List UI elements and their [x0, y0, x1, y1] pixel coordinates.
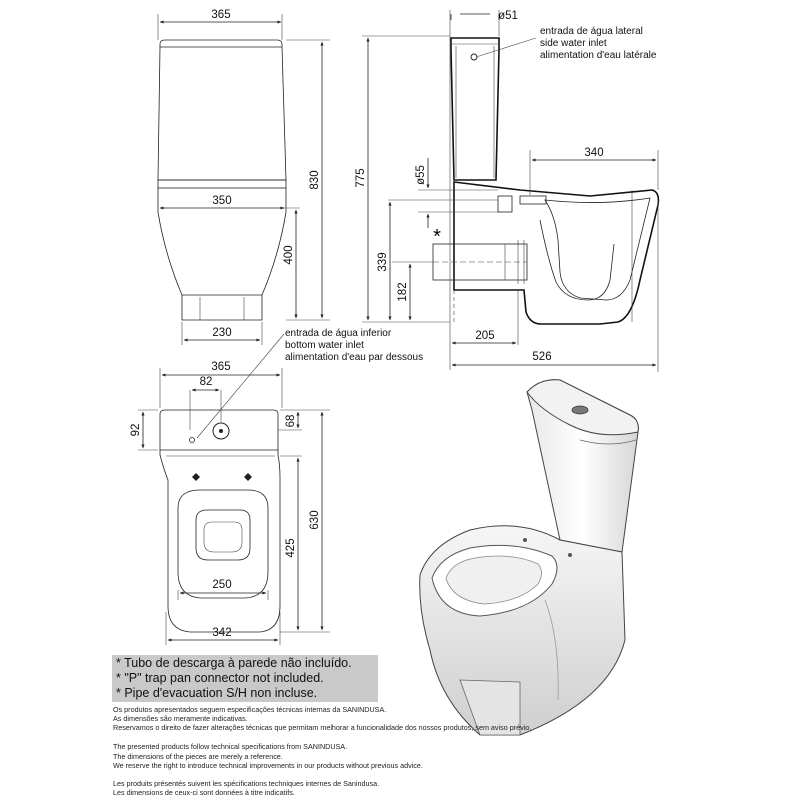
side-inlet-label-en: side water inlet: [540, 38, 607, 49]
dim-plan-width-bottom: 342: [212, 627, 231, 639]
dim-front-height-total: 830: [309, 170, 321, 189]
toilet-3d-render: [419, 379, 639, 736]
dim-front-width-base: 230: [212, 327, 231, 339]
dim-front-width-tank: 350: [212, 195, 231, 207]
dim-plan-depth-total: 630: [309, 510, 321, 529]
disclaimer-en-2: The dimensions of the pieces are merely …: [113, 752, 283, 761]
dim-plan-seat-width: 250: [212, 579, 231, 591]
bottom-inlet-callout: entrada de água inferior bottom water in…: [196, 328, 423, 439]
dim-front-height-bowl: 400: [283, 245, 295, 264]
disclaimer-fr-1: Les produits présentés suivent les spéci…: [113, 779, 380, 788]
dim-front-width-top: 365: [211, 9, 230, 21]
disclaimer-en-3: We reserve the right to introduce techni…: [113, 761, 423, 770]
dim-side-height-outlet: 339: [377, 252, 389, 271]
note-en: * "P" trap pan connector not included.: [116, 671, 324, 685]
bottom-inlet-label-en: bottom water inlet: [285, 340, 364, 351]
disclaimer-en-1: The presented products follow technical …: [113, 742, 348, 751]
asterisk-mark: *: [433, 226, 441, 248]
dim-plan-width-top: 365: [211, 361, 230, 373]
notes-box: [112, 655, 378, 702]
dim-plan-depth-bowl: 425: [285, 538, 297, 557]
note-fr: * Pipe d'evacuation S/H non incluse.: [116, 686, 318, 700]
dim-side-outlet-diameter: ø55: [415, 165, 427, 185]
dim-plan-inlet-offset: 82: [200, 376, 213, 388]
disclaimer-fr-2: Les dimensions de ceux-ci sont données à…: [113, 788, 295, 797]
dim-side-height-tank: 775: [355, 168, 367, 187]
dim-plan-tank-depth: 92: [130, 424, 142, 437]
dim-side-height-low: 182: [397, 282, 409, 301]
dim-side-depth-outlet: 205: [475, 330, 494, 342]
side-inlet-label-fr: alimentation d'eau latérale: [540, 50, 657, 61]
side-inlet-label-pt: entrada de água lateral: [540, 26, 643, 37]
front-view: 365 350 230 830 400: [157, 9, 330, 345]
side-view: ø51 775 339 182 ø55 340 205 526 * entrad…: [355, 10, 660, 372]
dim-side-depth-bowl: 340: [584, 147, 603, 159]
disclaimer-pt-3: Reservamos o direito de fazer alterações…: [113, 723, 532, 732]
disclaimer-pt-1: Os produtos apresentados seguem especifi…: [113, 705, 387, 714]
note-pt: * Tubo de descarga à parede não incluído…: [116, 656, 352, 670]
disclaimer-pt-2: As dimensões são meramente indicativas.: [113, 714, 248, 723]
plan-view: 365 82 92 68 630 425 250 342: [130, 361, 330, 645]
bottom-inlet-label-pt: entrada de água inferior: [285, 328, 392, 339]
dim-side-inlet-diameter: ø51: [498, 10, 518, 22]
dim-plan-inlet-y: 68: [285, 415, 297, 428]
dim-side-depth-total: 526: [532, 351, 551, 363]
bottom-inlet-label-fr: alimentation d'eau par dessous: [285, 352, 423, 363]
